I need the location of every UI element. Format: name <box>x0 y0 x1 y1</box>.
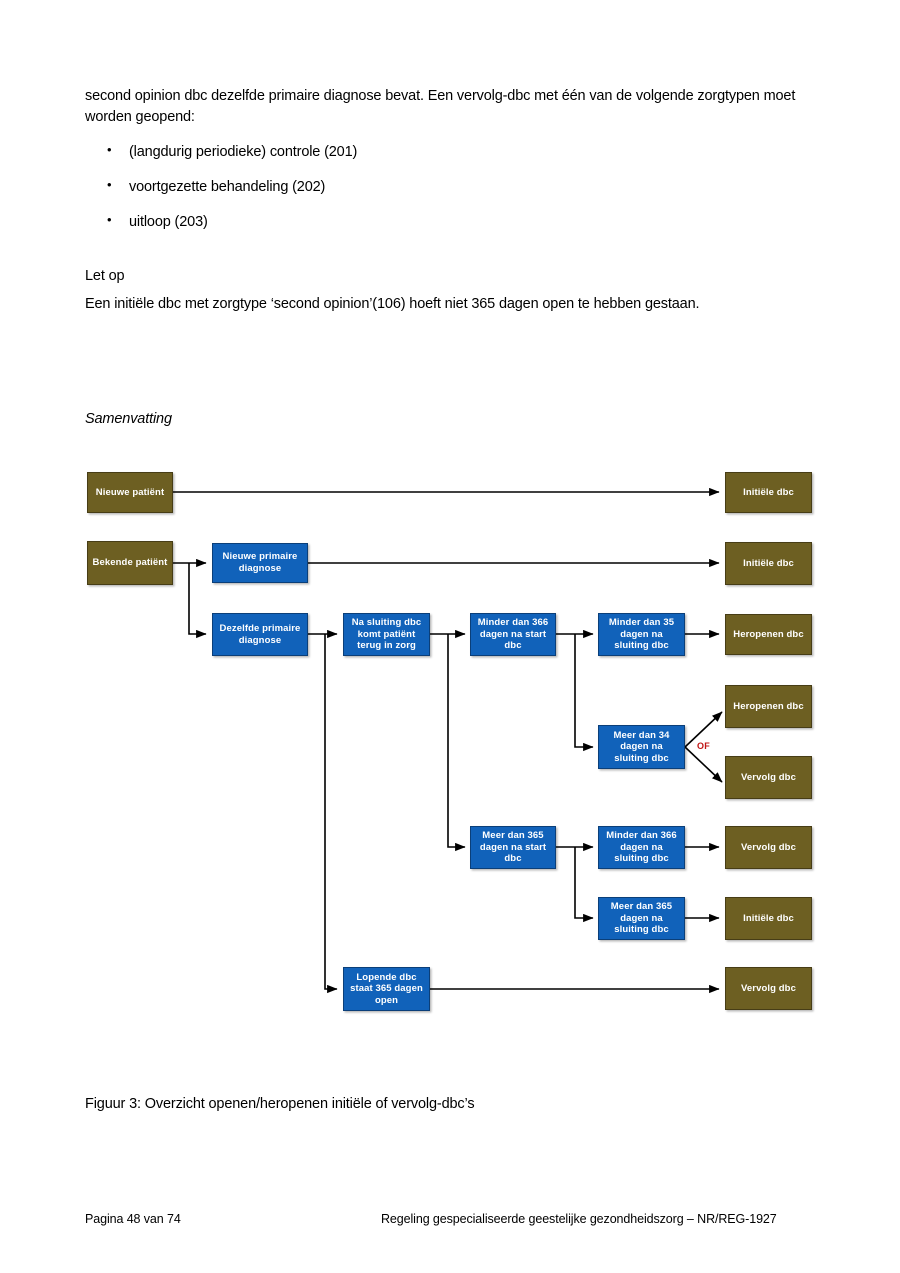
document-body: second opinion dbc dezelfde primaire dia… <box>85 86 815 247</box>
footer-document-title: Regeling gespecialiseerde geestelijke ge… <box>381 1212 777 1226</box>
node-meer-365-dagen-na-start-dbc[interactable]: Meer dan 365 dagen na start dbc <box>470 826 556 869</box>
node-nieuwe-patient[interactable]: Nieuwe patiënt <box>87 472 173 513</box>
node-nieuwe-primaire-diagnose[interactable]: Nieuwe primaire diagnose <box>212 543 308 583</box>
note-block: Let op Een initiële dbc met zorgtype ‘se… <box>85 268 815 312</box>
section-heading-samenvatting: Samenvatting <box>85 411 172 427</box>
node-minder-366-dagen-na-sluiting-dbc[interactable]: Minder dan 366 dagen na sluiting dbc <box>598 826 685 869</box>
intro-paragraph: second opinion dbc dezelfde primaire dia… <box>85 88 796 126</box>
list-item: • (langdurig periodieke) controle (201) <box>85 142 815 163</box>
node-minder-366-dagen-na-start-dbc[interactable]: Minder dan 366 dagen na start dbc <box>470 613 556 656</box>
list-item: • voortgezette behandeling (202) <box>85 177 815 198</box>
bullet-icon: • <box>107 142 112 158</box>
figure-caption: Figuur 3: Overzicht openen/heropenen ini… <box>85 1096 475 1112</box>
list-item-label: voortgezette behandeling (202) <box>129 179 326 196</box>
branch-label-of: OF <box>697 741 710 751</box>
list-item: • uitloop (203) <box>85 212 815 233</box>
node-na-sluiting-dbc[interactable]: Na sluiting dbc komt patiënt terug in zo… <box>343 613 430 656</box>
node-lopende-dbc[interactable]: Lopende dbc staat 365 dagen open <box>343 967 430 1011</box>
node-heropenen-dbc-1[interactable]: Heropenen dbc <box>725 614 812 655</box>
connector-meer-365-start-to-meer-365-sluiting <box>574 847 594 923</box>
node-initiele-dbc-2[interactable]: Initiële dbc <box>725 542 812 585</box>
note-text: Een initiële dbc met zorgtype ‘second op… <box>85 296 700 312</box>
node-vervolg-dbc-2[interactable]: Vervolg dbc <box>725 826 812 869</box>
node-initiele-dbc-3[interactable]: Initiële dbc <box>725 897 812 940</box>
footer-page-number: Pagina 48 van 74 <box>85 1212 181 1226</box>
node-meer-365-dagen-na-sluiting-dbc[interactable]: Meer dan 365 dagen na sluiting dbc <box>598 897 685 940</box>
note-title: Let op <box>85 268 125 284</box>
connector-minder-366-start-to-meer-34-sluiting <box>574 634 594 752</box>
node-heropenen-dbc-2[interactable]: Heropenen dbc <box>725 685 812 728</box>
connector-dezelfde-primaire-to-lopende-dbc <box>324 634 338 994</box>
connector-na-sluiting-to-meer-365-start <box>447 634 466 852</box>
bullet-icon: • <box>107 212 112 228</box>
node-dezelfde-primaire-diagnose[interactable]: Dezelfde primaire diagnose <box>212 613 308 656</box>
connector-bekende-patient-to-dezelfde-primaire <box>188 563 207 639</box>
node-initiele-dbc-1[interactable]: Initiële dbc <box>725 472 812 513</box>
node-vervolg-dbc-1[interactable]: Vervolg dbc <box>725 756 812 799</box>
node-bekende-patient[interactable]: Bekende patiënt <box>87 541 173 585</box>
node-minder-35-dagen-na-sluiting-dbc[interactable]: Minder dan 35 dagen na sluiting dbc <box>598 613 685 656</box>
connector-meer-34-sluiting-to-vervolg-dbc <box>684 746 723 783</box>
bullet-icon: • <box>107 177 112 193</box>
zorgtypen-bullet-list: • (langdurig periodieke) controle (201) … <box>85 142 815 233</box>
node-vervolg-dbc-3[interactable]: Vervolg dbc <box>725 967 812 1010</box>
list-item-label: (langdurig periodieke) controle (201) <box>129 144 358 161</box>
list-item-label: uitloop (203) <box>129 214 208 231</box>
node-meer-34-dagen-na-sluiting-dbc[interactable]: Meer dan 34 dagen na sluiting dbc <box>598 725 685 769</box>
